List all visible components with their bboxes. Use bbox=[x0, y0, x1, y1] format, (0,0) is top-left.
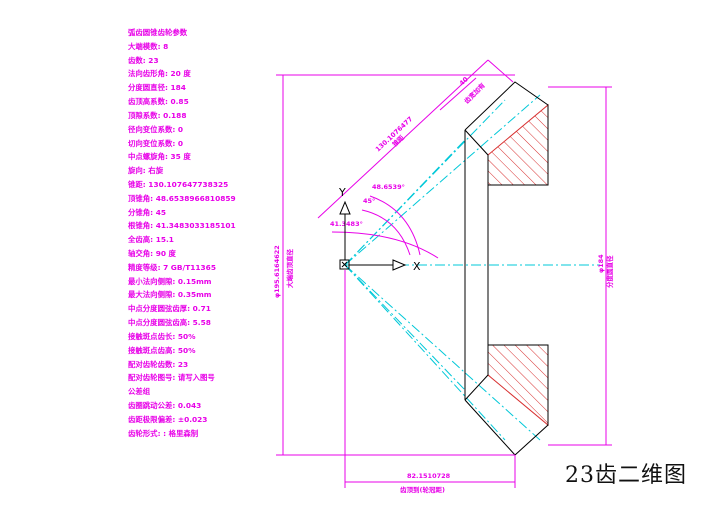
parameter-line: 接触斑点齿长: 50% bbox=[128, 331, 196, 341]
parameter-line: 锥距: 130.107647738325 bbox=[128, 179, 229, 189]
ucs-icon bbox=[339, 200, 407, 271]
face-width-value: 40 bbox=[458, 75, 470, 87]
pitch-angle-label: 45° bbox=[363, 197, 375, 205]
parameter-line: 根锥角: 41.3483033185101 bbox=[128, 221, 236, 231]
dimension-texts: 40 齿宽加有 130.1076477 锥距 48.6539° 45° 41.3… bbox=[273, 75, 614, 494]
hatch-upper bbox=[487, 103, 549, 186]
parameter-line: 大端模数: 8 bbox=[128, 41, 169, 51]
parameter-line: 最大法向侧隙: 0.35mm bbox=[128, 290, 212, 300]
parameter-line: 配对齿轮齿数: 23 bbox=[128, 359, 189, 369]
root-cone-lower bbox=[344, 264, 466, 391]
parameter-line: 全齿高: 15.1 bbox=[128, 235, 174, 245]
parameter-line: 分锥角: 45 bbox=[128, 207, 166, 217]
hatch-lower bbox=[487, 344, 549, 427]
parameter-line: 径向变位系数: 0 bbox=[128, 124, 184, 134]
pitch-line-lower bbox=[344, 264, 506, 441]
parameter-line: 中点螺旋角: 35 度 bbox=[128, 152, 191, 162]
parameter-line: 顶隙系数: 0.188 bbox=[128, 110, 187, 120]
parameter-line: 弧齿圆锥齿轮参数 bbox=[128, 28, 188, 37]
drawing-caption: 23齿二维图 bbox=[565, 463, 687, 488]
parameter-line: 接触斑点齿高: 50% bbox=[128, 345, 196, 355]
parameter-line: 齿轮形式: : 格里森制 bbox=[128, 428, 199, 438]
pitch-line-upper bbox=[344, 99, 506, 266]
parameter-line: 分度圆直径: 184 bbox=[128, 83, 186, 93]
face-angle-label: 48.6539° bbox=[372, 183, 405, 191]
parameter-line: 中点分度圆弦齿高: 5.58 bbox=[128, 318, 211, 328]
face-cone-upper bbox=[344, 94, 541, 266]
parameter-line: 轴交角: 90 度 bbox=[128, 249, 176, 258]
dimension-lines bbox=[276, 59, 612, 488]
gear-section bbox=[487, 103, 549, 427]
face-cone-lower bbox=[344, 264, 541, 441]
parameter-line: 齿数: 23 bbox=[128, 55, 159, 65]
root-angle-label: 41.3483° bbox=[330, 220, 363, 228]
pitch-diameter-value: φ184 bbox=[597, 254, 605, 273]
parameter-line: 法向齿形角: 20 度 bbox=[128, 69, 191, 79]
outside-diameter-value: φ195.6164622 bbox=[273, 245, 281, 298]
parameter-line: 齿顶高系数: 0.85 bbox=[128, 97, 189, 107]
parameter-line: 顶锥角: 48.6538966810859 bbox=[128, 193, 236, 203]
parameter-line: 齿距极限偏差: ±0.023 bbox=[128, 414, 208, 424]
ucs-y-label: Y bbox=[338, 186, 346, 199]
parameter-line: 切向变位系数: 0 bbox=[128, 138, 184, 148]
parameter-line: 公差组 bbox=[128, 387, 151, 397]
crown-to-back-label: 齿顶到(轮冠距) bbox=[400, 485, 445, 494]
parameter-line: 配对齿轮图号: 请写入图号 bbox=[128, 373, 215, 383]
outside-diameter-label: 大端齿顶直径 bbox=[285, 249, 294, 289]
pitch-diameter-label: 分度圆直径 bbox=[605, 255, 614, 288]
root-cone-upper bbox=[344, 139, 466, 266]
parameter-line: 旋向: 右旋 bbox=[128, 166, 164, 176]
gear-parameter-table: 弧齿圆锥齿轮参数大端模数: 8 齿数: 23 法向齿形角: 20 度分度圆直径: 1… bbox=[128, 26, 278, 440]
parameter-line: 齿圈跳动公差: 0.043 bbox=[128, 400, 202, 410]
crown-to-back-value: 82.1510728 bbox=[407, 472, 451, 480]
parameter-line: 最小法向侧隙: 0.15mm bbox=[128, 276, 212, 286]
gear-outline bbox=[464, 81, 549, 456]
ucs-x-label: X bbox=[413, 260, 421, 273]
parameter-line: 精度等级: 7 GB/T11365 bbox=[128, 262, 216, 272]
parameter-line: 中点分度圆弦齿厚: 0.71 bbox=[128, 304, 211, 314]
